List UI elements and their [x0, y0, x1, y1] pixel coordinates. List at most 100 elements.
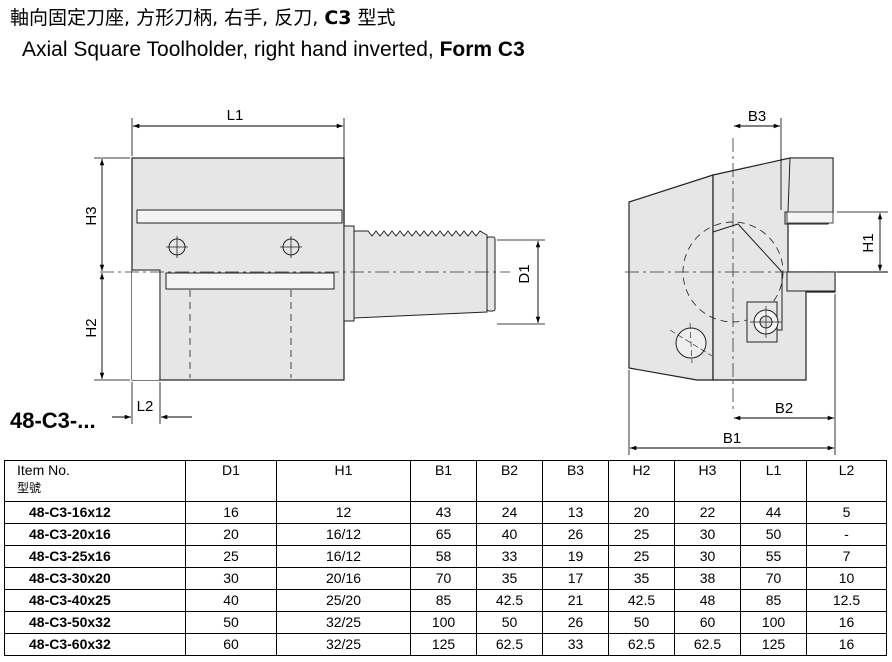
table-row: 48-C3-40x25 40 25/20 85 42.5 21 42.5 48 …	[4, 589, 887, 612]
cell-h1: 32/25	[276, 633, 411, 656]
threaded-shank	[353, 230, 488, 319]
cell-h2: 25	[608, 545, 675, 568]
cell-l1: 70	[740, 567, 807, 590]
cell-h1: 16/12	[276, 523, 411, 546]
cell-b2: 40	[476, 523, 543, 546]
cell-d1: 30	[185, 567, 277, 590]
cell-h3: 22	[674, 501, 741, 524]
cell-l2: 10	[806, 567, 887, 590]
cell-d1: 16	[185, 501, 277, 524]
cell-h1: 12	[276, 501, 411, 524]
dim-b2: B2	[775, 400, 793, 417]
header-l2: L2	[806, 460, 887, 502]
table-header-row: Item No.型號 D1 H1 B1 B2 B3 H2 H3 L1 L2	[4, 460, 887, 502]
cell-h1: 32/25	[276, 611, 411, 634]
header-b1: B1	[410, 460, 477, 502]
dim-l1: L1	[227, 107, 244, 124]
side-view: L1 H3 H2 D1 L2	[83, 107, 545, 424]
cell-h1: 25/20	[276, 589, 411, 612]
cell-h3: 30	[674, 545, 741, 568]
cell-h3: 48	[674, 589, 741, 612]
header-l1: L1	[740, 460, 807, 502]
header-b3: B3	[542, 460, 609, 502]
hole-lower-left	[669, 322, 713, 364]
item-no: 48-C3-60x32	[4, 633, 186, 656]
header-h1: H1	[276, 460, 411, 502]
item-no: 48-C3-40x25	[4, 589, 186, 612]
table-row: 48-C3-16x12 16 12 43 24 13 20 22 44 5	[4, 501, 887, 524]
spec-table: Item No.型號 D1 H1 B1 B2 B3 H2 H3 L1 L2 48…	[4, 460, 887, 656]
cell-b2: 35	[476, 567, 543, 590]
adjusting-screw	[746, 301, 782, 343]
table-row: 48-C3-25x16 25 16/12 58 33 19 25 30 55 7	[4, 545, 887, 568]
table-row: 48-C3-60x32 60 32/25 125 62.5 33 62.5 62…	[4, 633, 887, 656]
cell-b3: 26	[542, 611, 609, 634]
shank-end	[486, 236, 496, 312]
header-b2: B2	[476, 460, 543, 502]
item-no: 48-C3-25x16	[4, 545, 186, 568]
cell-l1: 100	[740, 611, 807, 634]
cell-l2: 12.5	[806, 589, 887, 612]
table-row: 48-C3-50x32 50 32/25 100 50 26 50 60 100…	[4, 611, 887, 634]
cell-l1: 55	[740, 545, 807, 568]
shank-neck	[343, 225, 355, 322]
table-row: 48-C3-20x16 20 16/12 65 40 26 25 30 50 -	[4, 523, 887, 546]
cell-l1: 50	[740, 523, 807, 546]
cell-b1: 43	[410, 501, 477, 524]
cell-b3: 33	[542, 633, 609, 656]
cell-l2: 16	[806, 611, 887, 634]
dim-h2: H2	[83, 318, 100, 337]
lower-slot	[165, 272, 335, 290]
cell-h2: 42.5	[608, 589, 675, 612]
holder-body	[131, 157, 345, 381]
lower-step	[132, 269, 161, 380]
screw-hole-left	[166, 236, 188, 258]
dim-b3: B3	[748, 108, 766, 125]
upper-slot	[136, 209, 343, 224]
cell-b2: 33	[476, 545, 543, 568]
item-no: 48-C3-30x20	[4, 567, 186, 590]
cell-b2: 50	[476, 611, 543, 634]
cell-b2: 62.5	[476, 633, 543, 656]
cell-b1: 100	[410, 611, 477, 634]
cell-h2: 20	[608, 501, 675, 524]
cell-h1: 16/12	[276, 545, 411, 568]
dim-l2: L2	[137, 398, 154, 415]
cell-h3: 60	[674, 611, 741, 634]
cell-l1: 125	[740, 633, 807, 656]
cell-l2: 5	[806, 501, 887, 524]
cell-l1: 85	[740, 589, 807, 612]
title-english: Axial Square Toolholder, right hand inve…	[22, 38, 525, 61]
cell-d1: 50	[185, 611, 277, 634]
cell-h3: 30	[674, 523, 741, 546]
cell-d1: 20	[185, 523, 277, 546]
cell-b3: 19	[542, 545, 609, 568]
cell-h2: 35	[608, 567, 675, 590]
cell-l1: 44	[740, 501, 807, 524]
header-item-no: Item No.型號	[4, 460, 186, 502]
cell-h2: 62.5	[608, 633, 675, 656]
screw-hole-right	[280, 236, 302, 258]
cell-b1: 58	[410, 545, 477, 568]
header-d1: D1	[185, 460, 277, 502]
dim-h1: H1	[860, 233, 877, 252]
dim-b1: B1	[723, 430, 741, 447]
cell-h3: 62.5	[674, 633, 741, 656]
cell-h2: 50	[608, 611, 675, 634]
cell-d1: 40	[185, 589, 277, 612]
cell-b1: 65	[410, 523, 477, 546]
cell-b1: 85	[410, 589, 477, 612]
cell-l2: 16	[806, 633, 887, 656]
cell-b1: 125	[410, 633, 477, 656]
cell-d1: 25	[185, 545, 277, 568]
cell-l2: 7	[806, 545, 887, 568]
header-h2: H2	[608, 460, 675, 502]
cell-d1: 60	[185, 633, 277, 656]
cell-b3: 17	[542, 567, 609, 590]
cell-h2: 25	[608, 523, 675, 546]
title-chinese: 軸向固定刀座, 方形刀柄, 右手, 反刀, C3 型式	[10, 7, 396, 29]
cell-b1: 70	[410, 567, 477, 590]
table-row: 48-C3-30x20 30 20/16 70 35 17 35 38 70 1…	[4, 567, 887, 590]
technical-drawing: L1 H3 H2 D1 L2	[83, 107, 888, 455]
item-no: 48-C3-16x12	[4, 501, 186, 524]
